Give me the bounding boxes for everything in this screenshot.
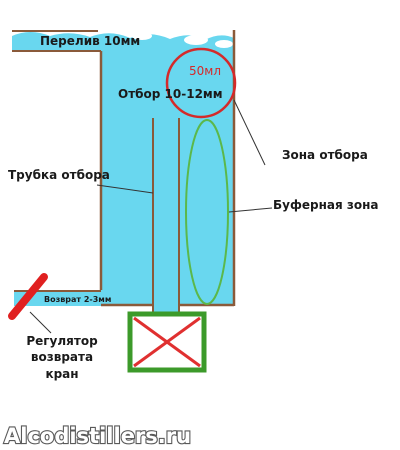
receiver-cross-line bbox=[133, 316, 201, 368]
return-gap-label: Возврат 2-3мм bbox=[44, 295, 111, 304]
regulator-label-line2: возврата bbox=[31, 350, 93, 364]
takeoff-tube bbox=[152, 118, 180, 314]
regulator-label-line1: Регулятор bbox=[26, 334, 98, 348]
takeoff-tube-leader bbox=[96, 184, 154, 194]
liquid-return-channel bbox=[14, 292, 104, 306]
leader-lines bbox=[29, 99, 273, 334]
takeoff-tube-label: Трубка отбора bbox=[8, 168, 110, 182]
overflow-label: Перелив 10мм bbox=[40, 34, 140, 48]
takeoff-zone-leader bbox=[233, 99, 266, 166]
foam-splash bbox=[12, 30, 234, 40]
foam-bubble bbox=[132, 32, 152, 40]
takeoff-label: Отбор 10-12мм bbox=[118, 87, 223, 101]
takeoff-zone-circle bbox=[165, 47, 237, 119]
buffer-zone-ellipse bbox=[185, 119, 229, 305]
buffer-zone-leader bbox=[228, 207, 273, 213]
return-valve-icon bbox=[8, 273, 48, 320]
foam-bubble bbox=[215, 40, 233, 48]
site-watermark: Alcodistillers.ru bbox=[4, 424, 191, 448]
regulator-leader bbox=[29, 311, 52, 334]
volume-label: 50мл bbox=[189, 64, 221, 78]
foam-bubble bbox=[184, 35, 208, 45]
buffer-zone-label: Буферная зона bbox=[273, 198, 378, 212]
takeoff-tube-inner bbox=[153, 118, 179, 314]
receiver-box bbox=[127, 311, 207, 373]
takeoff-zone-label: Зона отбора bbox=[282, 148, 368, 162]
regulator-label-line3: кран bbox=[45, 367, 78, 381]
